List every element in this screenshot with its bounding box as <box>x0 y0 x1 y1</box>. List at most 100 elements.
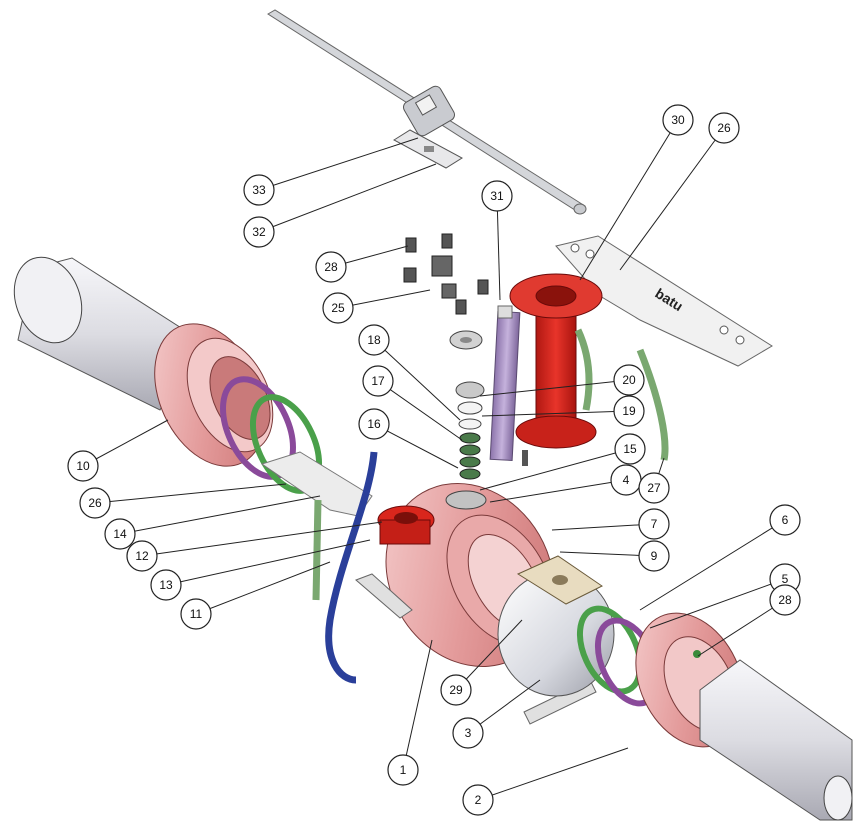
callout-circle-18 <box>358 324 390 356</box>
callout-label-32: 32 <box>252 225 266 239</box>
callout-11: 11 <box>180 598 212 630</box>
callout-29: 29 <box>440 674 472 706</box>
callout-label-33: 33 <box>252 183 266 197</box>
leader-line-2 <box>477 747 629 801</box>
callout-31: 31 <box>481 180 513 212</box>
callout-10: 10 <box>67 450 99 482</box>
callout-circle-3 <box>452 717 484 749</box>
callout-label-12: 12 <box>135 549 149 563</box>
callout-4: 4 <box>610 464 642 496</box>
leader-line-28b <box>697 599 786 657</box>
callout-14: 14 <box>104 518 136 550</box>
callout-30: 30 <box>662 104 694 136</box>
callout-label-20: 20 <box>622 373 636 387</box>
leader-line-33 <box>258 137 419 191</box>
callout-2: 2 <box>462 784 494 816</box>
leader-line-20 <box>479 379 630 397</box>
leader-line-29 <box>455 619 523 691</box>
callout-7: 7 <box>638 508 670 540</box>
callout-label-15: 15 <box>623 442 637 456</box>
callout-label-6: 6 <box>782 513 789 527</box>
callout-33: 33 <box>243 174 275 206</box>
leader-line-25 <box>337 289 431 309</box>
blue-hose <box>325 451 378 684</box>
callout-28a: 28 <box>315 251 347 283</box>
right-green-seal <box>576 605 644 695</box>
callout-18: 18 <box>358 324 390 356</box>
leader-line-13 <box>165 539 371 586</box>
callout-circle-26b <box>79 487 111 519</box>
callout-label-14: 14 <box>113 527 127 541</box>
callout-circle-10 <box>67 450 99 482</box>
callout-26a: 26 <box>708 112 740 144</box>
leader-line-32 <box>258 163 437 233</box>
callout-15: 15 <box>614 433 646 465</box>
callout-circle-29 <box>440 674 472 706</box>
callout-label-3: 3 <box>465 726 472 740</box>
left-bracket <box>355 573 413 619</box>
callout-label-31: 31 <box>490 189 504 203</box>
callout-circle-9 <box>638 540 670 572</box>
callout-1: 1 <box>387 754 419 786</box>
callout-17: 17 <box>362 365 394 397</box>
callout-circle-28b <box>769 584 801 616</box>
leader-line-19 <box>481 410 630 417</box>
callout-25: 25 <box>322 292 354 324</box>
callout-circle-32 <box>243 216 275 248</box>
callouts: 3332313026282518171620191547927102614121… <box>67 104 801 816</box>
top-flange-column <box>509 273 603 449</box>
callout-label-28a: 28 <box>324 260 338 274</box>
leader-line-17 <box>377 380 463 441</box>
callout-circle-1 <box>387 754 419 786</box>
leader-line-18 <box>373 339 461 421</box>
callout-9: 9 <box>638 540 670 572</box>
leader-line-26a <box>619 127 725 271</box>
green-tube-left <box>312 499 322 601</box>
leader-line-11 <box>195 561 331 615</box>
leader-line-4 <box>489 479 627 503</box>
left-flange <box>154 323 274 467</box>
leader-line-12 <box>141 521 383 557</box>
callout-circle-19 <box>613 395 645 427</box>
leader-line-16 <box>373 423 459 469</box>
leader-line-26b <box>94 483 287 504</box>
callout-label-17: 17 <box>371 374 385 388</box>
leader-line-31 <box>496 195 501 301</box>
leader-line-15 <box>479 448 631 491</box>
callout-label-19: 19 <box>622 404 636 418</box>
callout-label-25: 25 <box>331 301 345 315</box>
callout-3: 3 <box>452 717 484 749</box>
callout-circle-31 <box>481 180 513 212</box>
callout-13: 13 <box>150 569 182 601</box>
right-pipe <box>699 659 853 821</box>
callout-16: 16 <box>358 408 390 440</box>
t-handle-wrench <box>267 9 587 215</box>
callout-20: 20 <box>613 364 645 396</box>
callout-circle-12 <box>126 540 158 572</box>
callout-circle-15 <box>614 433 646 465</box>
callout-circle-27 <box>638 472 670 504</box>
leader-line-6 <box>639 519 786 611</box>
callout-label-26b: 26 <box>88 496 102 510</box>
callout-circle-33 <box>243 174 275 206</box>
callout-circle-30 <box>662 104 694 136</box>
callout-label-10: 10 <box>76 459 90 473</box>
callout-6: 6 <box>769 504 801 536</box>
callout-label-4: 4 <box>623 473 630 487</box>
leader-line-7 <box>551 523 655 531</box>
leader-lines <box>82 119 786 801</box>
callout-circle-13 <box>150 569 182 601</box>
callout-circle-2 <box>462 784 494 816</box>
right-pipe-end <box>823 775 853 821</box>
leader-line-10 <box>82 419 169 467</box>
callout-28b: 28 <box>769 584 801 616</box>
leader-line-30 <box>579 119 679 281</box>
callout-circle-17 <box>362 365 394 397</box>
callout-circle-20 <box>613 364 645 396</box>
callout-label-28b: 28 <box>778 593 792 607</box>
callout-26b: 26 <box>79 487 111 519</box>
callout-label-9: 9 <box>651 549 658 563</box>
callout-circle-6 <box>769 504 801 536</box>
callout-label-30: 30 <box>671 113 685 127</box>
